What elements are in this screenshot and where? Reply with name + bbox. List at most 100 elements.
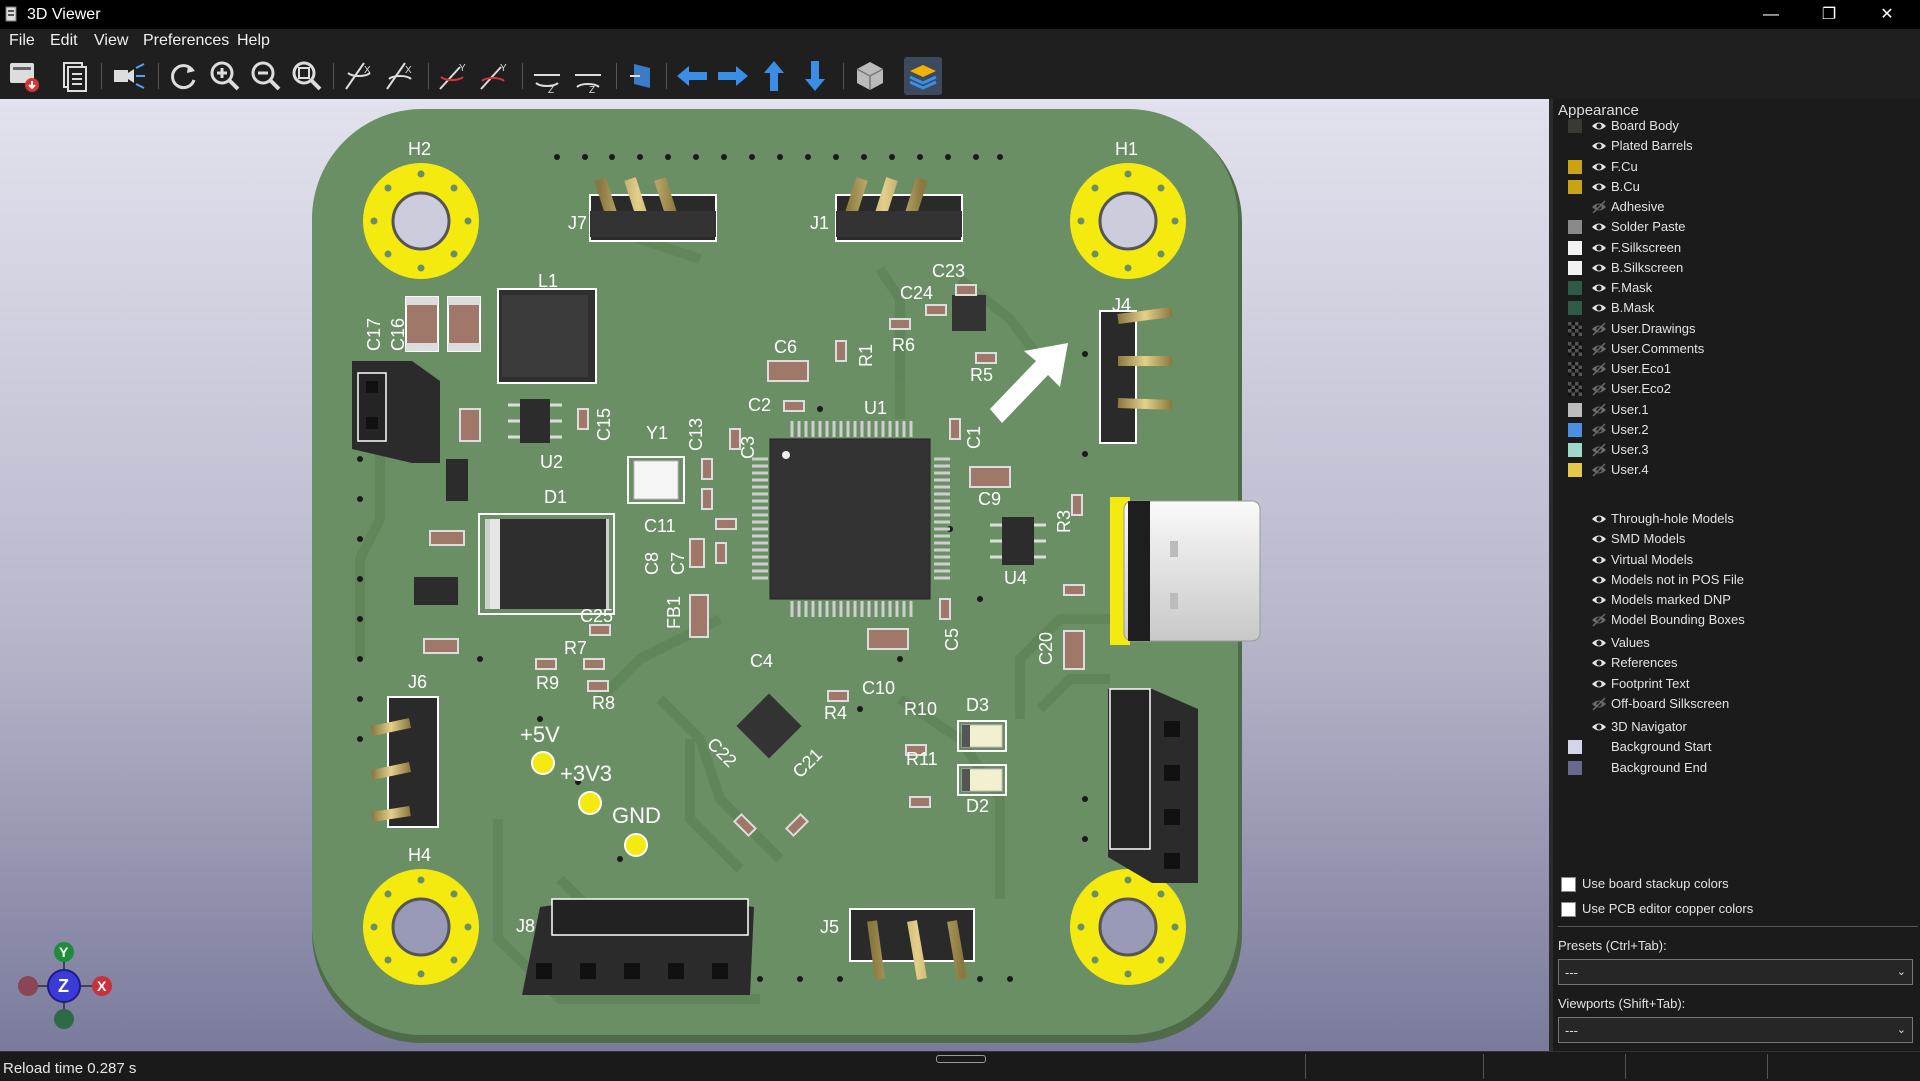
color-swatch[interactable]	[1568, 740, 1582, 755]
pcb-render[interactable]: H2 H1 H4 J7 J1 J4 J6 J8 J5 L1 Y1 D1 U1 U…	[0, 99, 1549, 1051]
eye-hidden-icon[interactable]	[1591, 321, 1607, 336]
rotate-z-ccw-icon[interactable]: Z	[569, 57, 607, 95]
flip-board-icon[interactable]	[622, 57, 660, 95]
color-swatch[interactable]	[1568, 443, 1582, 457]
zoom-in-icon[interactable]	[205, 57, 243, 95]
pan-left-icon[interactable]	[673, 57, 711, 95]
rotate-z-cw-icon[interactable]: Z	[528, 57, 566, 95]
layer-row-through-hole-models[interactable]: Through-hole Models	[1558, 509, 1913, 529]
eye-icon[interactable]	[1591, 180, 1607, 194]
layer-row-f-silkscreen[interactable]: F.Silkscreen	[1558, 238, 1913, 258]
eye-icon[interactable]	[1591, 119, 1607, 133]
layer-row-b-mask[interactable]: B.Mask	[1558, 298, 1913, 318]
minimize-button[interactable]: —	[1763, 6, 1779, 23]
eye-icon[interactable]	[1591, 160, 1607, 174]
layer-row-user-1[interactable]: User.1	[1558, 400, 1913, 420]
eye-icon[interactable]	[1591, 241, 1607, 255]
eye-icon[interactable]	[1591, 656, 1607, 670]
color-swatch[interactable]	[1568, 463, 1582, 478]
rotate-y-cw-icon[interactable]: Y	[434, 57, 472, 95]
color-swatch[interactable]	[1568, 362, 1582, 376]
layer-row-user-drawings[interactable]: User.Drawings	[1558, 319, 1913, 339]
pan-up-icon[interactable]	[755, 57, 793, 95]
layer-row-board-body[interactable]: Board Body	[1558, 116, 1913, 136]
layer-row-values[interactable]: Values	[1558, 633, 1913, 653]
eye-hidden-icon[interactable]	[1591, 463, 1607, 477]
layer-row-f-cu[interactable]: F.Cu	[1558, 157, 1913, 177]
refresh-icon[interactable]	[164, 57, 202, 95]
layer-row-virtual-models[interactable]: Virtual Models	[1558, 550, 1913, 570]
menu-help[interactable]: Help	[237, 32, 270, 49]
color-swatch[interactable]	[1568, 179, 1582, 194]
appearance-toggle-icon[interactable]	[904, 57, 942, 95]
color-swatch[interactable]	[1568, 260, 1582, 275]
eye-hidden-icon[interactable]	[1591, 613, 1607, 627]
color-swatch[interactable]	[1568, 301, 1582, 316]
layer-row-3d-navigator[interactable]: 3D Navigator	[1558, 717, 1913, 737]
color-swatch[interactable]	[1568, 281, 1582, 295]
layer-row-user-2[interactable]: User.2	[1558, 420, 1913, 440]
layer-row-models-marked-dnp[interactable]: Models marked DNP	[1558, 590, 1913, 610]
eye-icon[interactable]	[1591, 220, 1607, 234]
menu-view[interactable]: View	[94, 32, 129, 49]
eye-icon[interactable]	[1591, 553, 1607, 567]
color-swatch[interactable]	[1568, 422, 1582, 437]
layer-row-plated-barrels[interactable]: Plated Barrels	[1558, 136, 1913, 156]
layer-row-f-mask[interactable]: F.Mask	[1558, 278, 1913, 298]
zoom-fit-icon[interactable]	[287, 57, 325, 95]
layer-row-user-comments[interactable]: User.Comments	[1558, 339, 1913, 359]
color-swatch[interactable]	[1568, 159, 1582, 174]
color-swatch[interactable]	[1568, 220, 1582, 235]
eye-icon[interactable]	[1591, 593, 1607, 607]
orthographic-icon[interactable]	[851, 57, 889, 95]
panel-splitter[interactable]	[1549, 99, 1553, 1051]
layer-row-user-eco2[interactable]: User.Eco2	[1558, 379, 1913, 399]
layer-row-background-end[interactable]: Background End	[1558, 758, 1913, 778]
raytrace-camera-icon[interactable]	[110, 57, 148, 95]
color-swatch[interactable]	[1568, 760, 1582, 775]
color-swatch[interactable]	[1568, 119, 1582, 133]
eye-icon[interactable]	[1591, 532, 1607, 546]
menu-file[interactable]: File	[9, 32, 35, 49]
eye-icon[interactable]	[1591, 512, 1607, 526]
close-button[interactable]: ✕	[1880, 6, 1894, 23]
export-image-icon[interactable]	[5, 57, 43, 95]
eye-hidden-icon[interactable]	[1591, 362, 1607, 376]
eye-hidden-icon[interactable]	[1591, 423, 1607, 437]
resize-grip[interactable]	[936, 1055, 986, 1063]
color-swatch[interactable]	[1568, 341, 1582, 356]
eye-hidden-icon[interactable]	[1591, 443, 1607, 457]
eye-hidden-icon[interactable]	[1591, 200, 1607, 214]
color-swatch[interactable]	[1568, 402, 1582, 417]
layer-row-solder-paste[interactable]: Solder Paste	[1558, 217, 1913, 237]
eye-icon[interactable]	[1591, 573, 1607, 587]
layer-row-background-start[interactable]: Background Start	[1558, 737, 1913, 757]
eye-icon[interactable]	[1591, 636, 1607, 650]
layer-row-footprint-text[interactable]: Footprint Text	[1558, 674, 1913, 694]
menu-edit[interactable]: Edit	[50, 32, 78, 49]
layer-row-user-3[interactable]: User.3	[1558, 440, 1913, 460]
eye-icon[interactable]	[1591, 301, 1607, 315]
layer-row-references[interactable]: References	[1558, 653, 1913, 673]
layer-row-models-not-in-pos-file[interactable]: Models not in POS File	[1558, 570, 1913, 590]
rotate-x-ccw-icon[interactable]: X	[381, 57, 419, 95]
color-swatch[interactable]	[1568, 382, 1582, 397]
eye-icon[interactable]	[1591, 720, 1607, 734]
eye-hidden-icon[interactable]	[1591, 697, 1607, 711]
zoom-out-icon[interactable]	[246, 57, 284, 95]
maximize-button[interactable]: ❐	[1821, 6, 1837, 23]
eye-icon[interactable]	[1591, 139, 1607, 153]
color-swatch[interactable]	[1568, 321, 1582, 336]
presets-dropdown[interactable]: --- ⌄	[1558, 959, 1913, 985]
use-stackup-checkbox[interactable]	[1561, 877, 1576, 892]
rotate-y-ccw-icon[interactable]: Y	[475, 57, 513, 95]
eye-icon[interactable]	[1591, 281, 1607, 295]
viewports-dropdown[interactable]: --- ⌄	[1558, 1017, 1913, 1043]
layer-row-user-eco1[interactable]: User.Eco1	[1558, 359, 1913, 379]
use-pcb-copper-checkbox[interactable]	[1561, 902, 1576, 917]
layer-row-adhesive[interactable]: Adhesive	[1558, 197, 1913, 217]
pan-right-icon[interactable]	[714, 57, 752, 95]
pan-down-icon[interactable]	[796, 57, 834, 95]
layer-row-smd-models[interactable]: SMD Models	[1558, 529, 1913, 549]
copy-clipboard-icon[interactable]	[55, 57, 93, 95]
